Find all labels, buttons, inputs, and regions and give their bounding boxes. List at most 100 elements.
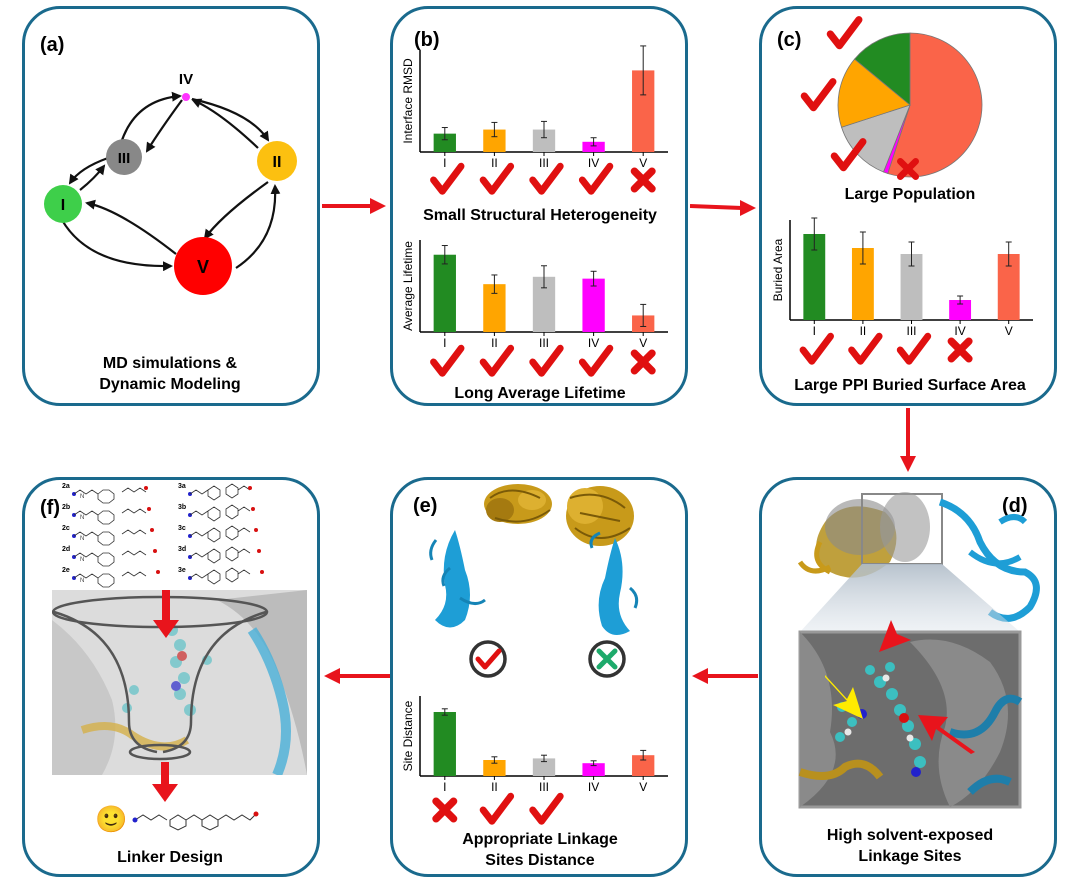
panel-d-caption-line2: Linkage Sites — [858, 848, 962, 865]
cross-mark-IV — [947, 337, 973, 363]
linker-molecule — [188, 504, 255, 522]
error-bar-I — [441, 245, 448, 265]
check-mark-III — [830, 138, 867, 172]
error-bar-V — [640, 749, 647, 761]
library-label: 2d — [62, 546, 70, 553]
check-mark-IV — [578, 162, 614, 195]
bar-I — [433, 133, 456, 152]
y-axis-label: Average Lifetime — [401, 241, 415, 331]
bar-IV — [582, 763, 605, 776]
error-bar-II — [491, 756, 498, 764]
error-bar-I — [441, 708, 448, 716]
x-tick-label-IV: IV — [588, 156, 599, 170]
panel-e-caption-line1: Appropriate Linkage — [462, 831, 618, 848]
x-tick-label-III: III — [539, 156, 549, 170]
node-II-label: II — [273, 154, 282, 171]
blue-protein-left — [429, 530, 486, 628]
error-bar-II — [859, 231, 866, 265]
arrow-out-of-funnel — [152, 762, 178, 802]
y-axis-label: Interface RMSD — [401, 58, 415, 144]
error-bar-I — [441, 127, 448, 141]
edge-III-IV — [119, 91, 182, 144]
node-I-label: I — [61, 197, 65, 214]
x-tick-label-II: II — [491, 156, 498, 170]
check-mark-II — [479, 344, 515, 377]
check-mark-II — [800, 78, 837, 112]
bar-II — [483, 760, 506, 776]
x-tick-label-V: V — [639, 156, 647, 170]
check-mark-I — [799, 332, 834, 365]
panel-f-label: (f) — [40, 497, 60, 519]
library-atom-label: N — [80, 494, 84, 500]
bar-II — [851, 248, 874, 320]
library-label: 3e — [178, 567, 186, 574]
pie-caption: Large Population — [844, 186, 976, 203]
check-mark-II — [479, 162, 515, 195]
library-atom-label: N — [80, 557, 84, 563]
lifetime-caption: Long Average Lifetime — [454, 385, 626, 402]
protein-structures-e — [429, 484, 639, 678]
golden-protein-right — [566, 486, 634, 546]
error-bar-IV — [590, 137, 597, 147]
population-pie-chart — [800, 16, 983, 180]
arrow-e-to-f — [324, 668, 390, 684]
library-atom-label: N — [80, 578, 84, 584]
bar-II — [483, 129, 506, 152]
panel-d-caption-line1: High solvent-exposed — [826, 827, 994, 844]
golden-protein-left — [484, 484, 552, 524]
blue-protein-right — [589, 531, 639, 635]
check-mark-II — [479, 792, 515, 825]
edge-I-V — [61, 219, 173, 272]
cross-mark-V — [897, 158, 919, 180]
panel-c-label: (c) — [777, 29, 802, 51]
yellow-arrow — [825, 675, 863, 719]
final-linker-structure — [132, 811, 259, 831]
linker-funnel-scene — [52, 590, 307, 775]
protein-complex-d — [797, 492, 1040, 809]
x-tick-label-II: II — [491, 780, 498, 794]
bar-II — [483, 284, 506, 332]
error-bar-IV — [957, 295, 964, 305]
bar-III — [532, 758, 556, 776]
node-I-circle — [44, 185, 82, 223]
linker-molecule — [72, 486, 148, 504]
error-bar-IV — [590, 760, 597, 767]
check-mark-III — [529, 162, 564, 195]
edge-V-I — [85, 199, 177, 255]
error-bar-IV — [590, 270, 597, 287]
edge-V-II — [235, 184, 281, 269]
x-tick-label-III: III — [906, 324, 916, 338]
bar-V — [997, 254, 1020, 320]
panel-a-caption-line1: MD simulations & — [102, 355, 238, 372]
x-tick-label-IV: IV — [588, 336, 599, 350]
arrow-b-to-c — [690, 200, 756, 216]
x-tick-label-IV: IV — [588, 780, 599, 794]
error-bar-III — [541, 754, 547, 763]
x-tick-label-II: II — [491, 336, 498, 350]
cross-mark-V — [630, 167, 656, 193]
x-tick-label-I: I — [443, 336, 446, 350]
bar-I — [433, 254, 456, 332]
linker-molecule — [72, 528, 154, 546]
check-mark-I — [430, 344, 465, 377]
library-label: 2c — [62, 525, 70, 532]
pie-slice-I — [853, 32, 911, 106]
cross-mark-V — [630, 349, 656, 375]
panel-a-label: (a) — [40, 34, 65, 56]
smiley-icon: 🙂 — [95, 804, 128, 834]
linker-molecule — [188, 525, 258, 543]
zoom-wedge — [800, 564, 1020, 632]
node-II-circle — [257, 141, 297, 181]
x-tick-label-IV: IV — [954, 324, 965, 338]
y-axis-label: Site Distance — [401, 700, 415, 771]
error-bar-III — [541, 120, 547, 139]
library-label: 3b — [178, 504, 186, 511]
check-mark-I — [826, 16, 863, 50]
node-IV-label: IV — [179, 71, 193, 88]
library-label: 2a — [62, 483, 70, 490]
library-atom-label: N — [80, 515, 84, 521]
edge-IV-II — [191, 97, 270, 142]
bar-V — [632, 755, 655, 776]
node-III-circle — [106, 139, 142, 175]
